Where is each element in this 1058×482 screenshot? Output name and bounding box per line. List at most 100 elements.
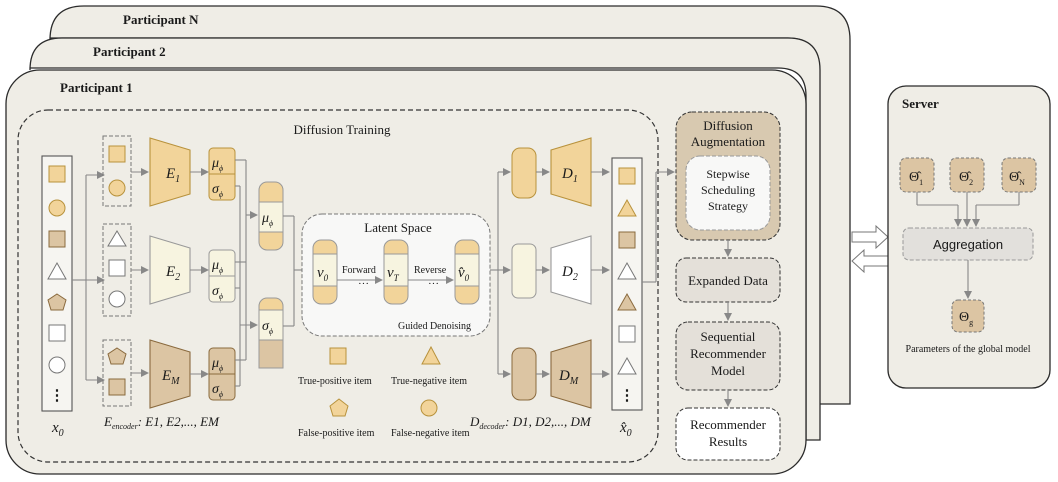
svg-text:Expanded Data: Expanded Data (688, 273, 768, 288)
forward-label: Forward (342, 265, 376, 276)
decoder-dm: DM (550, 339, 592, 409)
params-phi-1: μϕ σϕ (208, 147, 236, 201)
true-positive-square (48, 165, 66, 183)
decoder-input-2 (511, 243, 537, 299)
svg-text:vT: vT (387, 265, 400, 283)
svg-text:Θ̂1: Θ̂1 (909, 170, 923, 187)
svg-text:DM: DM (558, 368, 579, 387)
svg-text:Augmentation: Augmentation (691, 134, 766, 149)
input-branch-lines (72, 171, 105, 384)
svg-text:σϕ: σϕ (212, 182, 223, 199)
reverse-dots: ··· (428, 278, 439, 290)
svg-text:v0: v0 (317, 265, 329, 283)
aggregation-box: Aggregation (902, 227, 1034, 261)
svg-text:Aggregation: Aggregation (933, 237, 1003, 252)
decoder-d2: D2 (550, 235, 592, 305)
svg-text:Θg: Θg (959, 310, 973, 327)
latent-vt: vT (383, 239, 409, 305)
svg-text:Stepwise: Stepwise (706, 167, 749, 181)
svg-text:σϕ: σϕ (212, 284, 223, 301)
param-merge-lines (235, 159, 258, 387)
participant-2-title: Participant 2 (93, 44, 166, 59)
guided-denoising-label: Guided Denoising (398, 321, 471, 332)
stepwise-scheduling-box: Stepwise Scheduling Strategy (685, 155, 771, 231)
sigma-phi-pill: σϕ (258, 297, 284, 369)
svg-text:Model: Model (711, 363, 745, 378)
group-to-encoder-arrows (131, 168, 149, 377)
theta-n-box: Θ̂N (1001, 157, 1037, 193)
legend-true-negative: True-negative item (391, 376, 467, 387)
encoder-to-param-arrows (190, 168, 209, 378)
participant-n-title: Participant N (123, 12, 199, 27)
svg-text:D1: D1 (561, 166, 578, 185)
svg-text:μϕ: μϕ (211, 356, 223, 373)
latent-v0-hat: v̂0 (454, 239, 480, 305)
false-negative-circle (48, 199, 66, 217)
diffusion-training-region (17, 109, 659, 463)
legend-true-positive: True-positive item (298, 376, 372, 387)
download-arrow (851, 248, 889, 274)
input-ellipsis: ⋮ (50, 388, 65, 404)
circle-item (48, 356, 66, 374)
encoder-em: EM (149, 339, 191, 409)
decoder-to-output-arrows (591, 168, 610, 378)
theta-to-aggregation-arrows (916, 192, 1020, 227)
decoder-input-1 (511, 147, 537, 199)
x0-hat-label: x̂0 (619, 420, 632, 439)
svg-text:E1: E1 (165, 166, 180, 185)
svg-text:Θ̂2: Θ̂2 (959, 170, 973, 187)
svg-text:μϕ: μϕ (211, 258, 223, 275)
item-group-2 (102, 223, 132, 317)
svg-text:μϕ: μϕ (261, 211, 273, 228)
brown-square (48, 230, 66, 248)
svg-text:EM: EM (161, 368, 180, 387)
output-to-augmentation-arrow (642, 168, 675, 283)
svg-text:D2: D2 (561, 264, 578, 283)
global-model-caption: Parameters of the global model (906, 344, 1031, 355)
mu-phi-pill: μϕ (258, 181, 284, 251)
theta-g-box: Θg (951, 299, 985, 333)
forward-dots: ··· (358, 278, 369, 290)
latent-v0: v0 (312, 239, 338, 305)
svg-text:Recommender: Recommender (690, 346, 766, 361)
svg-text:Results: Results (709, 434, 747, 449)
decoder-caption: Ddecoder: D1, D2,..., DM (469, 414, 592, 431)
legend-true-positive-swatch (329, 347, 347, 365)
svg-text:Diffusion: Diffusion (703, 118, 753, 133)
recommender-results-box: Recommender Results (675, 407, 781, 461)
legend: True-positive item True-negative item Fa… (298, 345, 470, 439)
svg-text:v̂0: v̂0 (458, 265, 470, 283)
item-group-1 (102, 135, 132, 207)
params-phi-m: μϕ σϕ (208, 347, 236, 401)
decoder-input-m (511, 347, 537, 401)
diffusion-training-title: Diffusion Training (294, 122, 391, 137)
reverse-label: Reverse (414, 265, 447, 276)
encoder-e1: E1 (149, 137, 191, 207)
svg-text:Θ̂N: Θ̂N (1009, 170, 1025, 187)
expanded-data-box: Expanded Data (675, 257, 781, 303)
svg-text:Sequential: Sequential (701, 329, 756, 344)
theta-2-box: Θ̂2 (949, 157, 985, 193)
theta-1-box: Θ̂1 (899, 157, 935, 193)
svg-text:E2: E2 (165, 264, 180, 283)
participant-1-title: Participant 1 (60, 80, 133, 95)
input-to-decoder-arrows (536, 168, 550, 378)
svg-text:Scheduling: Scheduling (701, 183, 755, 197)
legend-false-positive: False-positive item (298, 428, 375, 439)
participant-2-panel (29, 37, 821, 441)
square-item (48, 324, 66, 342)
legend-false-positive-swatch (329, 398, 349, 417)
decoder-d1: D1 (550, 137, 592, 207)
encoder-e2: E2 (149, 235, 191, 305)
svg-text:Recommender: Recommender (690, 417, 766, 432)
output-sequence-x0-hat: ⋮ (611, 157, 643, 411)
legend-false-negative: False-negative item (391, 428, 470, 439)
legend-false-negative-swatch (420, 399, 438, 417)
input-sequence-x0: ⋮ (41, 155, 73, 412)
triangle-item (47, 261, 67, 280)
svg-text:σϕ: σϕ (212, 382, 223, 399)
svg-text:Strategy: Strategy (708, 199, 748, 213)
pentagon-item (47, 293, 67, 311)
svg-text:⋮: ⋮ (620, 388, 635, 404)
